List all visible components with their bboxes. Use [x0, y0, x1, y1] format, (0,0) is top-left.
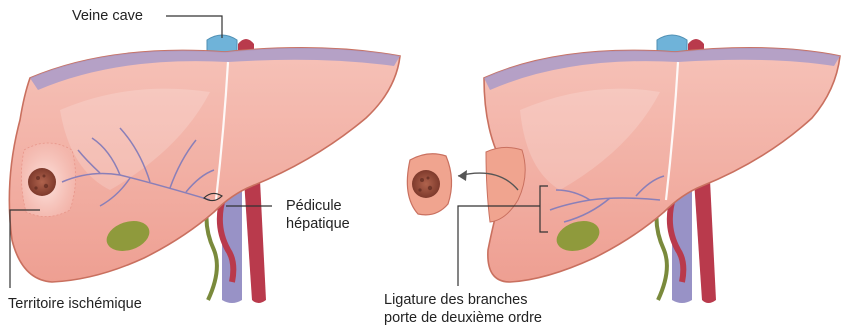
hepatic-pedicle-label-line2: hépatique	[286, 216, 350, 233]
vena-cava-label: Veine cave	[72, 8, 143, 25]
removal-arrowhead	[458, 170, 467, 181]
right-aorta-lower	[694, 180, 716, 303]
portal-ligation-label-line1: Ligature des branches	[384, 292, 528, 309]
portal-ligation-label-line2: porte de deuxième ordre	[384, 310, 542, 327]
left-tumor	[28, 168, 56, 196]
hepatic-pedicle-label-line1: Pédicule	[286, 198, 342, 215]
left-liver	[9, 35, 400, 303]
right-liver	[484, 35, 840, 303]
vena-cava-leader	[166, 16, 222, 38]
specimen-tumor	[412, 170, 440, 198]
aorta-lower	[244, 180, 266, 303]
ischemic-territory-label: Territoire ischémique	[8, 296, 142, 313]
